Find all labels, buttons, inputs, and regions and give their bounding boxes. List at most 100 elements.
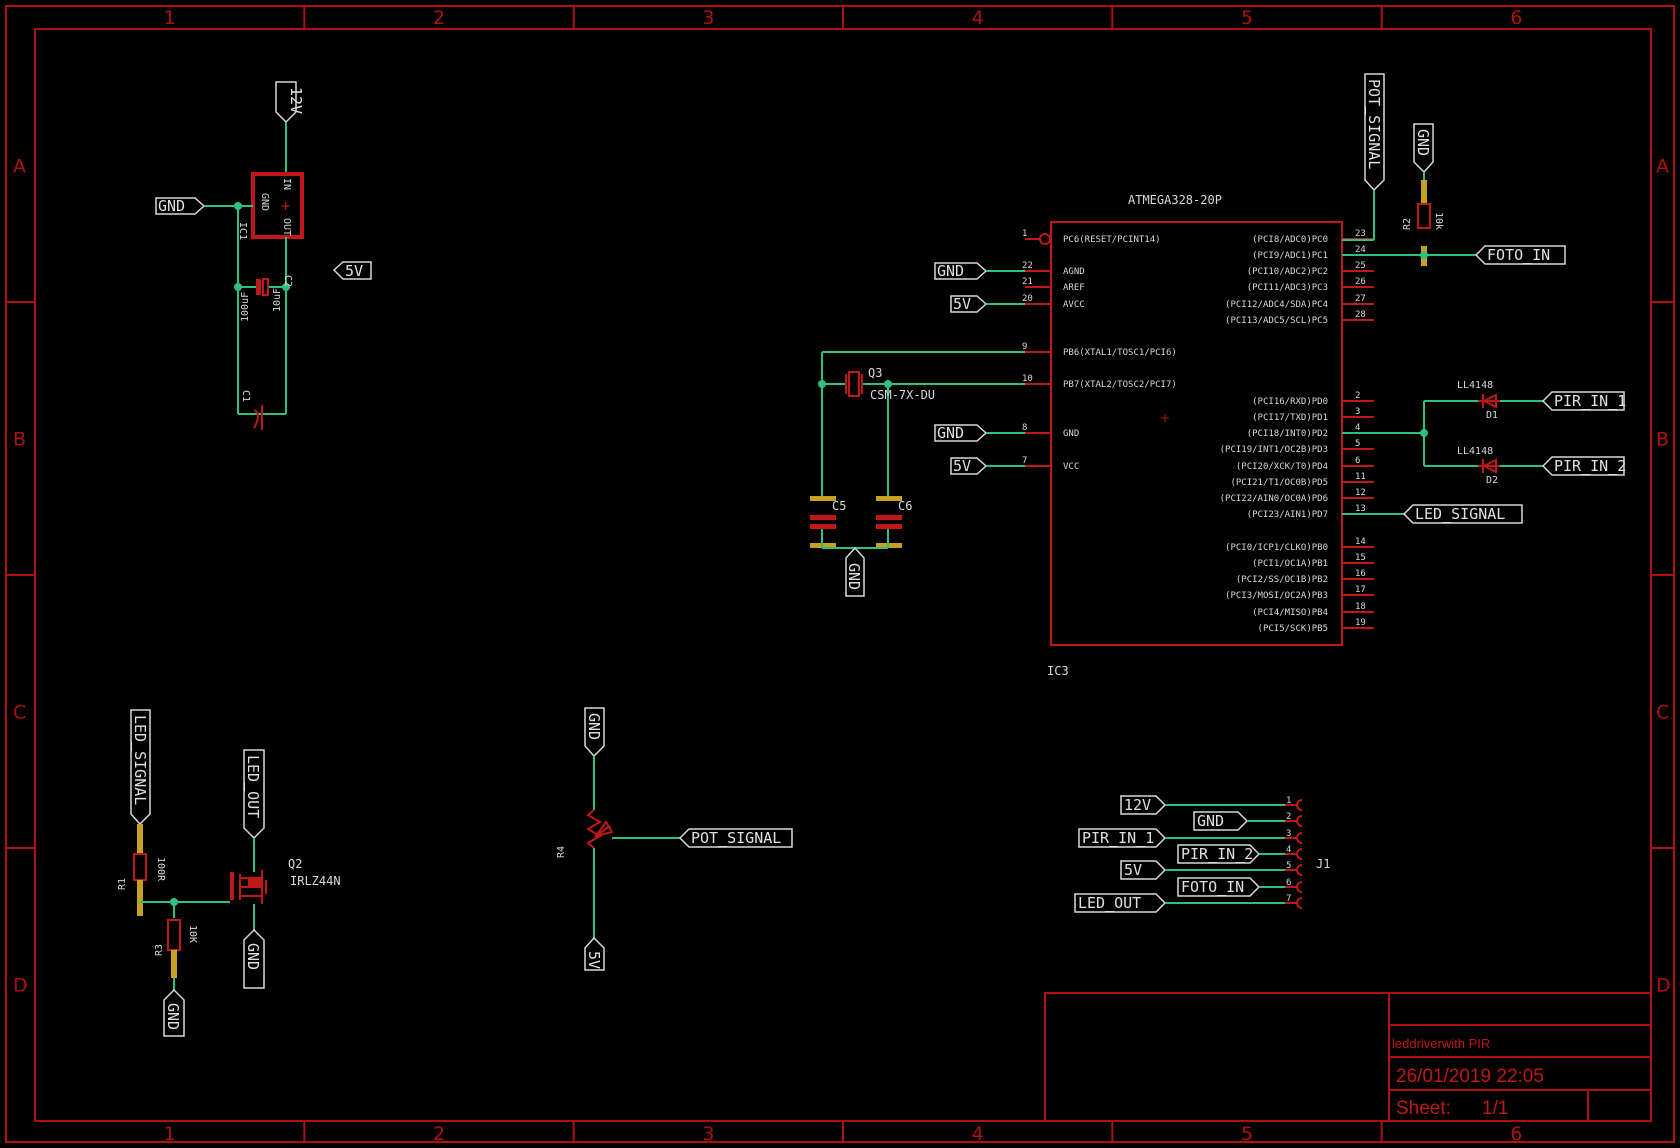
mcu-pin-right[interactable]: 13(PCI23/AIN1)PD7 <box>1247 504 1374 520</box>
mosfet-q2[interactable] <box>230 870 267 904</box>
tag-5v-pot-text: 5V <box>585 951 603 969</box>
tag-led-out-driver[interactable]: LED_OUT <box>243 749 265 840</box>
mcu-pin-right[interactable]: 3(PCI17/TXD)PD1 <box>1252 407 1374 423</box>
mcu-block[interactable]: ATMEGA328-20P IC3 + 1PC6(RESET/PCINT14)2… <box>810 73 1626 678</box>
mcu-pin-name: (PCI11/ADC3)PC3 <box>1247 283 1328 293</box>
diode-d2[interactable] <box>1478 458 1500 474</box>
mcu-origin: + <box>1160 411 1170 425</box>
cap-c1[interactable] <box>253 409 259 429</box>
fet-name: Q2 <box>288 857 302 871</box>
tag-gnd-reg[interactable]: GND <box>155 197 206 215</box>
svg-text:6: 6 <box>1286 878 1291 888</box>
svg-text:16: 16 <box>1355 569 1366 579</box>
tag-gnd-pot[interactable]: GND <box>584 707 605 758</box>
tag-gnd-r2[interactable]: GND <box>1413 123 1434 174</box>
mcu-pin-name: GND <box>1063 429 1079 439</box>
svg-text:12V: 12V <box>1124 796 1151 814</box>
tag-gnd-fet[interactable]: GND <box>243 928 265 989</box>
tag-gnd-mcu[interactable]: GND <box>934 424 988 442</box>
regulator-block[interactable]: 12V GND IN OUT IC1 + GND 100uF 10uF C2 C… <box>155 81 372 430</box>
mcu-pin-right[interactable]: 16(PCI2/SS/OC1B)PB2 <box>1236 569 1374 585</box>
mcu-pin-right[interactable]: 12(PCI22/AIN0/OC0A)PD6 <box>1220 488 1374 504</box>
fet-part: IRLZ44N <box>290 874 341 888</box>
resistor-r1[interactable] <box>133 824 147 916</box>
tag-5v-pot[interactable]: 5V <box>584 936 605 971</box>
mcu-pin-right[interactable]: 18(PCI4/MISO)PB4 <box>1252 602 1374 618</box>
tag-pir-in-1-mcu[interactable]: PIR_IN_1 <box>1541 391 1626 411</box>
tag-gnd-crystal[interactable]: GND <box>845 546 865 597</box>
tag-gnd-agnd[interactable]: GND <box>934 262 988 280</box>
svg-text:22: 22 <box>1022 261 1033 271</box>
mcu-pin-right[interactable]: 25(PCI10/ADC2)PC2 <box>1247 261 1374 277</box>
date-text: 26/01/2019 22:05 <box>1396 1066 1544 1087</box>
tag-pot-signal-mcu[interactable]: POT_SIGNAL <box>1364 73 1385 192</box>
tag-pir-in-2-mcu[interactable]: PIR_IN_2 <box>1541 456 1626 476</box>
col-label-bottom: 5 <box>1241 1123 1253 1145</box>
tag-pot-signal[interactable]: POT_SIGNAL <box>678 828 793 848</box>
row-label-right: C <box>1656 702 1669 724</box>
mcu-pin-right[interactable]: 15(PCI1/OC1A)PB1 <box>1252 553 1374 569</box>
mcu-pin-name: AREF <box>1063 283 1085 293</box>
reg-pin-out: OUT <box>281 218 292 236</box>
mcu-pin-right[interactable]: 2(PCI16/RXD)PD0 <box>1252 391 1374 407</box>
mcu-pin-right[interactable]: 6(PCI20/XCK/T0)PD4 <box>1236 456 1374 472</box>
mcu-pin-right[interactable]: 28(PCI13/ADC5/SCL)PC5 <box>1225 310 1374 326</box>
svg-text:10: 10 <box>1022 374 1033 384</box>
mcu-pin-right[interactable]: 17(PCI3/MOSI/OC2A)PB3 <box>1225 585 1374 601</box>
led-driver-block[interactable]: LED_SIGNAL R1 100R R3 10K GND <box>117 709 341 1037</box>
mcu-pin-right[interactable]: 26(PCI11/ADC3)PC3 <box>1247 277 1374 293</box>
cap-c6[interactable] <box>876 496 902 548</box>
tag-5v-vcc[interactable]: 5V <box>950 457 988 475</box>
crystal-q3[interactable] <box>848 371 860 397</box>
tag-gnd-crystal-text: GND <box>845 563 863 590</box>
potentiometer-r4[interactable] <box>586 809 602 849</box>
tag-12v-reg[interactable]: 12V <box>275 81 305 124</box>
mcu-pin-right[interactable]: 5(PCI19/INT1/OC2B)PD3 <box>1220 439 1374 455</box>
mcu-pin-right[interactable]: 14(PCI0/ICP1/CLKO)PB0 <box>1225 537 1374 553</box>
svg-text:24: 24 <box>1355 245 1366 255</box>
diode-d1[interactable] <box>1478 393 1500 409</box>
mcu-pin-right[interactable]: 11(PCI21/T1/OC0B)PD5 <box>1230 472 1374 488</box>
tag-foto-in-mcu-text: FOTO_IN <box>1487 246 1550 264</box>
col-label-top: 4 <box>972 7 984 29</box>
mcu-pin-name: (PCI12/ADC4/SDA)PC4 <box>1225 300 1328 310</box>
cap-c2[interactable] <box>256 279 261 295</box>
mcu-pin-right[interactable]: 19(PCI5/SCK)PB5 <box>1258 618 1374 634</box>
pot-block[interactable]: GND R4 POT_SIGNAL 5V <box>556 707 793 971</box>
resistor-r3[interactable] <box>167 919 181 978</box>
tag-foto-in-mcu[interactable]: FOTO_IN <box>1474 245 1566 265</box>
svg-text:GND: GND <box>1197 812 1224 830</box>
tag-12v-text: 12V <box>287 87 305 114</box>
tag-5v-reg[interactable]: 5V <box>332 261 372 280</box>
mcu-pin-right[interactable]: 23(PCI8/ADC0)PC0 <box>1252 229 1374 245</box>
tag-gnd-r2-text: GND <box>1414 129 1432 156</box>
mcu-pin-name: (PCI0/ICP1/CLKO)PB0 <box>1225 543 1328 553</box>
mcu-pin-right[interactable]: 27(PCI12/ADC4/SDA)PC4 <box>1225 294 1374 310</box>
cap-c5[interactable] <box>810 496 836 548</box>
mcu-pin-right[interactable]: 4(PCI18/INT0)PD2 <box>1247 423 1374 439</box>
tag-5v-avcc[interactable]: 5V <box>950 295 988 313</box>
tag-led-signal-driver[interactable]: LED_SIGNAL <box>130 709 151 826</box>
tag-pir-in-1-mcu-text: PIR_IN_1 <box>1554 392 1626 410</box>
tag-gnd-driver-bottom[interactable]: GND <box>163 988 185 1037</box>
tag-led-signal-mcu[interactable]: LED_SIGNAL <box>1402 504 1523 524</box>
mcu-pin-right[interactable]: 24(PCI9/ADC1)PC1 <box>1252 245 1374 261</box>
